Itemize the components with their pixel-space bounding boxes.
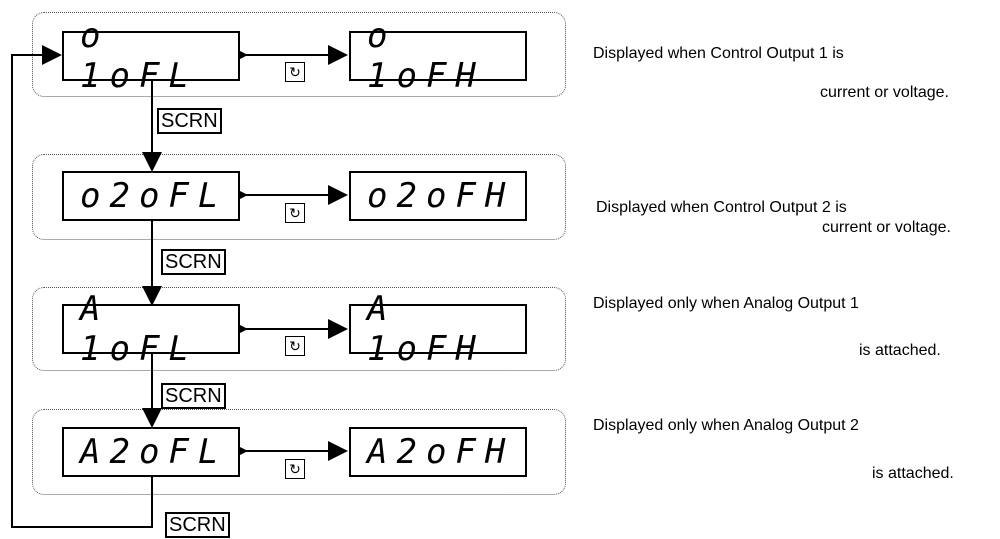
note-row1-line1: Displayed when Control Output 1 is — [593, 45, 844, 62]
group-output-2 — [32, 154, 566, 240]
note-row4-line2: is attached. — [872, 465, 954, 482]
display-a1ofh: A 1oFH — [349, 289, 527, 369]
group-analog-2 — [32, 409, 566, 495]
mode-cycle-icon: ↻ — [285, 203, 305, 223]
scrn-key-4: SCRN — [165, 512, 230, 538]
display-a2ofl: A2oFL — [62, 427, 240, 477]
scrn-key-1: SCRN — [157, 108, 222, 134]
display-a2ofh: A2oFH — [349, 427, 527, 477]
mode-cycle-icon: ↻ — [285, 336, 305, 356]
mode-cycle-icon: ↻ — [285, 62, 305, 82]
display-o1ofl: o 1oFL — [62, 16, 240, 96]
scrn-key-3: SCRN — [161, 383, 226, 409]
mode-cycle-icon: ↻ — [285, 459, 305, 479]
display-o2ofl: o2oFL — [62, 171, 240, 221]
note-row2-line2: current or voltage. — [822, 219, 951, 236]
note-row3-line2: is attached. — [859, 342, 941, 359]
group-analog-1 — [32, 287, 566, 371]
note-row1-line2: current or voltage. — [820, 84, 949, 101]
display-a1ofl: A 1oFL — [62, 289, 240, 369]
note-row2-line1: Displayed when Control Output 2 is — [596, 199, 847, 216]
scrn-key-2: SCRN — [161, 249, 226, 275]
note-row4-line1: Displayed only when Analog Output 2 — [593, 417, 859, 434]
display-o2ofh: o2oFH — [349, 171, 527, 221]
note-row3-line1: Displayed only when Analog Output 1 — [593, 295, 859, 312]
display-o1ofh: o 1oFH — [349, 16, 527, 96]
